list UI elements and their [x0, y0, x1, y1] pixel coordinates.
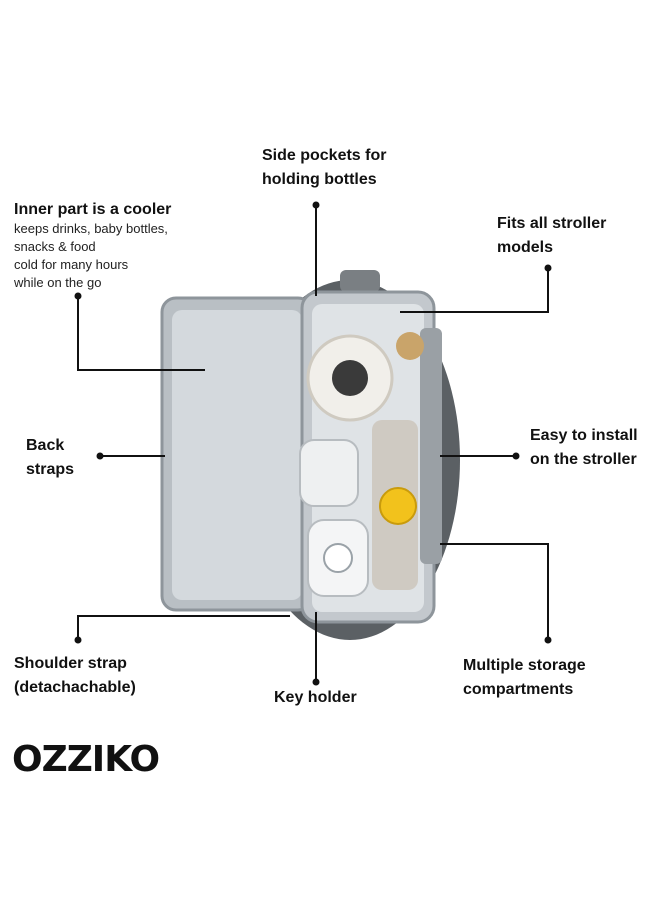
- dot-easy-install: [512, 452, 520, 460]
- brand-logo: OZZIKO: [12, 739, 160, 780]
- dot-storage: [544, 636, 552, 644]
- callout-back-straps: Back straps: [26, 434, 74, 482]
- baby-bottle: [299, 439, 359, 507]
- callout-side-pockets-line1: Side pockets for: [262, 147, 387, 164]
- dot-cooler: [74, 292, 82, 300]
- dot-fits-stroller: [544, 264, 552, 272]
- callout-easy-install: Easy to install on the stroller: [530, 424, 638, 472]
- cooler-desc-line1: keeps drinks, baby bottles,: [14, 221, 168, 236]
- dot-key-holder: [312, 678, 320, 686]
- back-straps-line1: Back: [26, 437, 65, 454]
- easy-install-line1: Easy to install: [530, 427, 638, 444]
- dot-shoulder-strap: [74, 636, 82, 644]
- dot-back-straps: [96, 452, 104, 460]
- callout-cooler-title: Inner part is a cooler: [14, 201, 172, 218]
- dot-side-pockets: [312, 201, 320, 209]
- callout-fits-stroller: Fits all stroller models: [497, 212, 606, 260]
- leader-storage: [440, 543, 549, 640]
- callout-storage: Multiple storage compartments: [463, 654, 586, 702]
- leader-cooler: [77, 296, 205, 371]
- storage-line2: compartments: [463, 681, 574, 698]
- callout-side-pockets: Side pockets for holding bottles: [262, 144, 386, 192]
- callout-shoulder-strap: Shoulder strap (detachachable): [14, 652, 136, 700]
- bag-handle: [340, 270, 380, 292]
- cooler-lid-lining: [172, 310, 302, 600]
- leader-shoulder-strap: [77, 615, 290, 640]
- fits-stroller-line2: models: [497, 239, 554, 256]
- cooler-desc-line2: snacks & food: [14, 239, 96, 254]
- paper-roll-core: [332, 360, 368, 396]
- cooler-desc-line4: while on the go: [14, 275, 102, 290]
- shoulder-strap-line2: (detachachable): [14, 679, 136, 696]
- storage-line1: Multiple storage: [463, 657, 586, 674]
- easy-install-line2: on the stroller: [530, 451, 637, 468]
- back-straps-line2: straps: [26, 461, 75, 478]
- cooler-desc-line3: cold for many hours: [14, 257, 129, 272]
- yellow-toy: [379, 487, 417, 525]
- side-pocket: [420, 328, 442, 564]
- shoulder-strap-line1: Shoulder strap: [14, 655, 127, 672]
- bottle-cap: [323, 543, 353, 573]
- leader-fits-stroller: [400, 268, 549, 313]
- callout-cooler-description: keeps drinks, baby bottles, snacks & foo…: [14, 220, 168, 292]
- fits-stroller-line1: Fits all stroller: [497, 215, 607, 232]
- wooden-toy: [396, 332, 424, 360]
- callout-key-holder: Key holder: [274, 689, 357, 706]
- callout-side-pockets-line2: holding bottles: [262, 171, 377, 188]
